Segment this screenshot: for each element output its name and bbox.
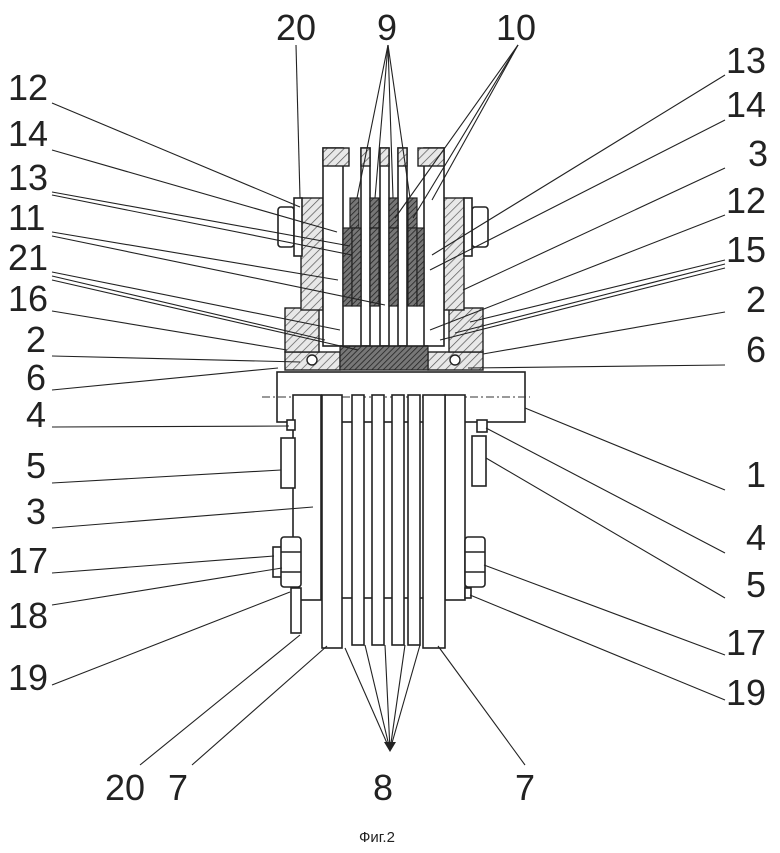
spacer-13-c xyxy=(370,228,379,306)
callout-10-top: 10 xyxy=(496,7,536,48)
callout-3-left: 3 xyxy=(26,491,46,532)
bolt-17-left xyxy=(281,537,301,587)
block-16-left xyxy=(285,308,319,352)
callout-8-bottom: 8 xyxy=(373,767,393,808)
block-5-right xyxy=(472,436,486,486)
inner-plate-8-d xyxy=(408,395,420,645)
bolt-20-right-head xyxy=(472,207,488,247)
inner-plate-8-b xyxy=(372,395,384,645)
callout-19-left: 19 xyxy=(8,657,48,698)
callout-5-left: 5 xyxy=(26,445,46,486)
callout-7-bottom-right: 7 xyxy=(515,767,535,808)
callout-12-left-a: 12 xyxy=(8,67,48,108)
callout-9-top: 9 xyxy=(377,7,397,48)
electrode-9-b xyxy=(380,148,389,346)
callout-18-left: 18 xyxy=(8,595,48,636)
lower-assembly xyxy=(262,372,530,648)
side-wall-3-right xyxy=(445,395,465,600)
callout-6-right: 6 xyxy=(746,329,766,370)
callout-13-left: 13 xyxy=(8,157,48,198)
callout-7-bottom-left: 7 xyxy=(168,767,188,808)
spacer-10-a xyxy=(350,198,359,228)
callout-15-right: 15 xyxy=(726,229,766,270)
strip-21 xyxy=(340,346,428,370)
spacer-13-f xyxy=(417,228,424,306)
outer-plate-7-right xyxy=(423,395,445,648)
spacer-10-b xyxy=(370,198,379,228)
callout-14-left: 14 xyxy=(8,113,48,154)
electrode-9-c xyxy=(398,148,407,346)
callout-2-left: 2 xyxy=(26,319,46,360)
callout-2-right: 2 xyxy=(746,279,766,320)
callout-13-right: 13 xyxy=(726,40,766,81)
figure-caption: Фиг.2 xyxy=(359,829,395,846)
callout-6-left: 6 xyxy=(26,357,46,398)
callout-1-right: 1 xyxy=(746,454,766,495)
press-plate-left xyxy=(323,148,343,346)
bolt-17-right xyxy=(465,537,485,587)
bracket-19-left xyxy=(291,588,301,633)
callout-14-right: 14 xyxy=(726,84,766,125)
block-5-left xyxy=(281,438,295,488)
callout-20-bottom: 20 xyxy=(105,767,145,808)
bracket-4-left xyxy=(287,420,295,430)
callout-3-right: 3 xyxy=(748,133,768,174)
callout-4-right: 4 xyxy=(746,517,766,558)
electrode-9-a xyxy=(361,148,370,346)
pin-6-left xyxy=(307,355,317,365)
pin-6-right xyxy=(450,355,460,365)
callout-20-top: 20 xyxy=(276,7,316,48)
spacer-13-b xyxy=(352,228,361,306)
bracket-19-right xyxy=(465,588,471,598)
inner-plate-8-a xyxy=(352,395,364,645)
spacer-10-c xyxy=(389,198,398,228)
callout-21-left: 21 xyxy=(8,237,48,278)
callout-16-left: 16 xyxy=(8,278,48,319)
callout-4-left: 4 xyxy=(26,394,46,435)
callout-5-right: 5 xyxy=(746,564,766,605)
spacer-13-d xyxy=(389,228,398,306)
spacer-13-a xyxy=(343,228,352,306)
callout-19-right: 19 xyxy=(726,672,766,713)
callout-17-right: 17 xyxy=(726,622,766,663)
inner-plate-8-c xyxy=(392,395,404,645)
press-plate-right xyxy=(424,148,444,346)
outer-plate-7-left xyxy=(322,395,342,648)
spacer-13-e xyxy=(408,228,417,306)
bracket-4-right xyxy=(477,420,487,432)
callout-11-left: 11 xyxy=(8,197,45,238)
bolt-20-right-body xyxy=(464,198,472,256)
callout-12-right: 12 xyxy=(726,180,766,221)
frame-3-left-upper xyxy=(301,198,323,310)
callout-17-left: 17 xyxy=(8,540,48,581)
